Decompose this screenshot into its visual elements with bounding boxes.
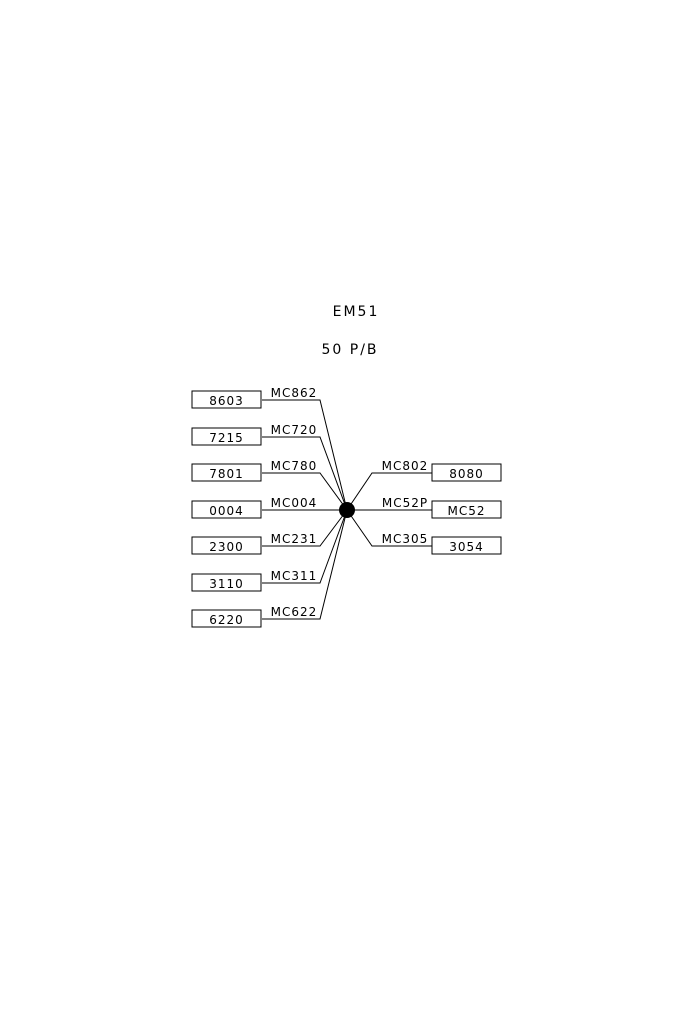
terminal-box [191,536,262,555]
terminal-label: 8080 [449,467,484,481]
wire-label: MC802 [382,459,429,473]
terminal-label: 3110 [209,577,244,591]
terminal-label: 3054 [449,540,484,554]
wire-line [346,472,432,511]
wire-line [262,509,348,547]
terminal-label: 8603 [209,394,244,408]
wire-line [346,509,432,547]
wire-line [262,436,348,511]
terminal-label: 0004 [209,504,244,518]
diagram-subtitle: 50 P/B [321,342,378,358]
terminal-box [191,500,262,519]
terminal-label: 7801 [209,467,244,481]
wire-line [262,472,348,511]
wire-label: MC305 [382,532,429,546]
terminal-label: 2300 [209,540,244,554]
terminal-box [191,573,262,592]
wire-label: MC622 [271,605,318,619]
wire-line [262,509,348,620]
wire-label: MC780 [271,459,318,473]
junction-node [339,502,355,518]
terminal-box [191,427,262,446]
wire-label: MC231 [271,532,318,546]
wire-label: MC52P [382,496,428,510]
wire-label: MC720 [271,423,318,437]
wire-line [262,509,348,584]
terminal-label: 7215 [209,431,244,445]
wire-line [262,399,348,511]
terminal-label: 6220 [209,613,244,627]
wire-label: MC311 [271,569,318,583]
terminal-box [191,390,262,409]
wire-label: MC004 [271,496,318,510]
wire-label: MC862 [271,386,318,400]
diagram-title: EM51 [333,304,380,320]
terminal-label: MC52 [447,504,485,518]
terminal-box [191,609,262,628]
terminal-box [191,463,262,482]
